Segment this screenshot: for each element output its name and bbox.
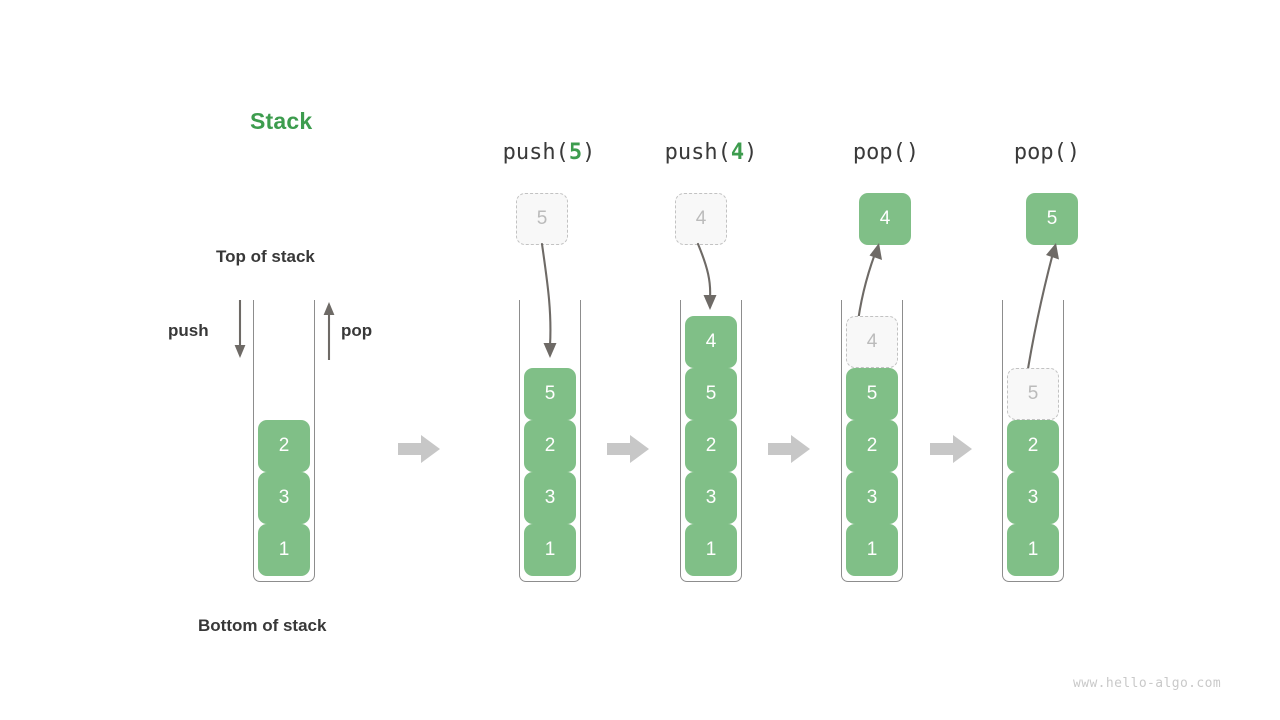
incoming-element-5: 5 [516, 193, 568, 245]
arrow-right-block-icon [607, 435, 649, 463]
stack-cell: 2 [685, 420, 737, 472]
stack-cell: 5 [524, 368, 576, 420]
popped-element-5: 5 [1026, 193, 1078, 245]
stack-container-pop1: 1 3 2 5 4 [841, 300, 903, 582]
stack-container-initial: 1 3 2 [253, 300, 315, 582]
op-prefix: push( [664, 140, 731, 165]
stack-walls [841, 300, 903, 582]
arrow-down-icon [234, 300, 246, 358]
stack-cell: 5 [846, 368, 898, 420]
op-arg: 4 [730, 140, 745, 165]
arrow-right-block-icon [768, 435, 810, 463]
popped-cell: 4 [859, 193, 911, 245]
stack-cell: 1 [524, 524, 576, 576]
stack-walls [680, 300, 742, 582]
op-suffix: ) [744, 140, 758, 165]
arrow-right-block-icon [930, 435, 972, 463]
stack-walls [519, 300, 581, 582]
arrow-right-block-icon [398, 435, 440, 463]
ghost-cell: 4 [675, 193, 727, 245]
pop-label: pop [341, 321, 373, 340]
push-label: push [168, 321, 209, 340]
stack-cell: 3 [846, 472, 898, 524]
ghost-cell: 4 [846, 316, 898, 368]
operation-label-pop2: pop() [988, 140, 1106, 165]
stack-cells-pop1: 1 3 2 5 4 [846, 316, 898, 576]
stack-cell: 5 [685, 368, 737, 420]
stack-cells-push5: 1 3 2 5 [524, 368, 576, 576]
stack-cell: 3 [685, 472, 737, 524]
op-suffix: ) [582, 140, 596, 165]
stack-cell: 1 [258, 524, 310, 576]
op-arg: 5 [568, 140, 583, 165]
ghost-cell: 5 [1007, 368, 1059, 420]
stack-cell: 3 [258, 472, 310, 524]
stack-cell: 2 [258, 420, 310, 472]
stack-cell: 3 [524, 472, 576, 524]
ghost-cell: 5 [516, 193, 568, 245]
stack-container-push4: 1 3 2 5 4 [680, 300, 742, 582]
arrow-up-icon [323, 302, 335, 360]
op-prefix: pop() [852, 140, 920, 165]
stack-cell: 3 [1007, 472, 1059, 524]
operation-label-pop1: pop() [827, 140, 945, 165]
watermark: www.hello-algo.com [1073, 676, 1222, 691]
stack-cell: 2 [524, 420, 576, 472]
stack-cells-pop2: 1 3 2 5 [1007, 368, 1059, 576]
page-title: Stack [250, 108, 313, 134]
stack-cell: 1 [1007, 524, 1059, 576]
top-of-stack-label: Top of stack [216, 247, 315, 266]
incoming-element-4: 4 [675, 193, 727, 245]
stack-container-pop2: 1 3 2 5 [1002, 300, 1064, 582]
stack-walls [1002, 300, 1064, 582]
stack-cell: 2 [1007, 420, 1059, 472]
stack-cell: 1 [685, 524, 737, 576]
stack-walls [253, 300, 315, 582]
stack-cell: 2 [846, 420, 898, 472]
bottom-of-stack-label: Bottom of stack [198, 616, 327, 635]
popped-cell: 5 [1026, 193, 1078, 245]
stack-cells-push4: 1 3 2 5 4 [685, 316, 737, 576]
op-prefix: pop() [1013, 140, 1081, 165]
popped-element-4: 4 [859, 193, 911, 245]
stack-cell: 4 [685, 316, 737, 368]
stack-cell: 1 [846, 524, 898, 576]
operation-label-push4: push(4) [652, 140, 770, 165]
op-prefix: push( [502, 140, 569, 165]
stack-container-push5: 1 3 2 5 [519, 300, 581, 582]
operation-label-push5: push(5) [490, 140, 608, 165]
stack-cells-initial: 1 3 2 [258, 420, 310, 576]
